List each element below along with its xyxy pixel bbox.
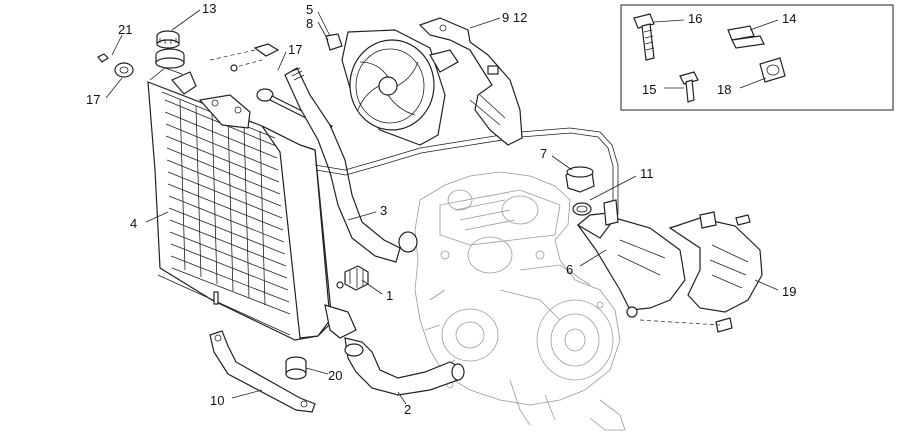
callout-4: 4: [130, 216, 137, 231]
radiator-cap: [155, 30, 185, 69]
fan-shroud: [418, 17, 523, 146]
leader-lines: [105, 9, 779, 405]
callout-5: 5: [306, 2, 313, 17]
radiator: [147, 67, 357, 341]
callout-7: 7: [540, 146, 547, 161]
upper-hose: [284, 67, 418, 263]
hose-elbow: [565, 166, 595, 216]
callout-13: 13: [202, 1, 216, 16]
callout-15: 15: [642, 82, 656, 97]
callout-10: 10: [210, 393, 224, 408]
hardware-inset: [620, 4, 894, 111]
callout-21: 21: [118, 22, 132, 37]
pump-cover: [639, 211, 763, 333]
callout-9-12: 9 12: [502, 10, 527, 25]
callout-11: 11: [640, 166, 654, 181]
callout-17-left: 17: [86, 92, 100, 107]
screw-grommet: [97, 53, 134, 78]
lower-hose: [344, 337, 465, 396]
callout-14: 14: [782, 11, 796, 26]
callout-17-right: 17: [288, 42, 302, 57]
cooling-fan: [325, 29, 459, 146]
engine-block: [414, 171, 626, 431]
callout-16: 16: [688, 11, 702, 26]
callout-18: 18: [717, 82, 731, 97]
callout-19: 19: [782, 284, 796, 299]
water-pump: [576, 199, 686, 318]
callout-2: 2: [404, 402, 411, 417]
callout-6: 6: [566, 262, 573, 277]
callout-1: 1: [386, 288, 393, 303]
callout-3: 3: [380, 203, 387, 218]
callout-20: 20: [328, 368, 342, 383]
lower-bracket: [209, 330, 316, 413]
callout-labels: 13 21 17 17 5 8 9 12 16 14 15 18 4 3 7 1…: [86, 1, 796, 417]
mount-grommet: [285, 356, 307, 380]
callout-8: 8: [306, 16, 313, 31]
temp-sensor: [336, 265, 369, 291]
